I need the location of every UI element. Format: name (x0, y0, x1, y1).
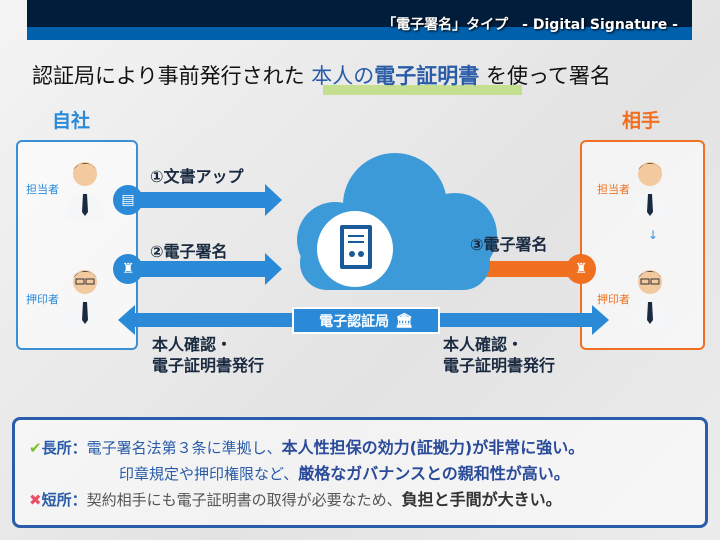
down-arrow-icon: ↓ (648, 228, 659, 242)
pros-line2-bold: 厳格なガバナンスとの親和性が高い。 (298, 464, 570, 483)
pros-cons-box: ✔長所：電子署名法第３条に準拠し、本人性担保の効力(証拠力)が非常に強い。 印章… (12, 417, 708, 528)
document-icon: ▤ (113, 185, 143, 215)
check-icon: ✔ (29, 439, 42, 457)
certificate-icon (340, 225, 372, 269)
ca-left-line2: 電子証明書発行 (152, 356, 265, 375)
headline-pre: 認証局により事前発行された (32, 64, 305, 88)
pros-line2-plain: 印章規定や押印権限など、 (119, 465, 299, 483)
ca-left-line1: 本人確認・ (152, 335, 233, 354)
person-icon (631, 162, 669, 220)
pros-line1-plain: 電子署名法第３条に準拠し、 (86, 439, 282, 457)
ca-label: 電子認証局 (319, 313, 390, 330)
right-title: 相手 (622, 110, 661, 132)
step3-label: ③電子署名 (470, 235, 548, 254)
ca-right-text: 本人確認・電子証明書発行 (443, 334, 555, 376)
seal-icon: ♜ (566, 254, 596, 284)
headline-hl1: 本人の (311, 64, 375, 88)
headline: 認証局により事前発行された 本人の電子証明書 を使って署名 (32, 60, 611, 90)
pros-label: 長所： (41, 439, 87, 457)
arrow-ca-left (118, 305, 292, 335)
step2-label: ②電子署名 (150, 242, 228, 261)
headline-hl2: 電子証明書 (374, 64, 480, 88)
person-icon (66, 162, 104, 220)
cons-label: 短所： (41, 491, 87, 509)
cons-bold: 負担と手間が大きい。 (401, 490, 562, 509)
arrow-sign (138, 253, 282, 285)
header-title: 「電子署名」タイプ - Digital Signature - (382, 17, 678, 33)
right-person2-label: 押印者 (597, 293, 630, 306)
flow-arrows (118, 153, 609, 335)
ca-right-line2: 電子証明書発行 (443, 356, 556, 375)
step1-label: ①文書アップ (150, 167, 244, 186)
ca-right-line1: 本人確認・ (443, 335, 524, 354)
pros-line1-bold: 本人性担保の効力(証拠力)が非常に強い。 (281, 438, 585, 457)
arrow-upload (138, 184, 282, 216)
right-person1-label: 担当者 (597, 183, 630, 196)
seal-icon: ♜ (113, 254, 143, 284)
bank-icon: 🏛 (395, 312, 413, 329)
person-icon (66, 270, 104, 328)
arrow-ca-right (440, 305, 609, 335)
left-title: 自社 (52, 110, 91, 132)
person-icon (631, 270, 669, 328)
cross-icon: ✖ (29, 491, 42, 509)
headline-post: を使って署名 (485, 64, 611, 88)
left-person1-label: 担当者 (26, 183, 59, 196)
left-person2-label: 押印者 (26, 293, 59, 306)
cons-plain: 契約相手にも電子証明書の取得が必要なため、 (86, 491, 402, 509)
certificate-authority: 電子認証局 🏛 (292, 307, 440, 334)
header-bar: 「電子署名」タイプ - Digital Signature - (27, 0, 692, 40)
ca-left-text: 本人確認・電子証明書発行 (152, 334, 264, 376)
